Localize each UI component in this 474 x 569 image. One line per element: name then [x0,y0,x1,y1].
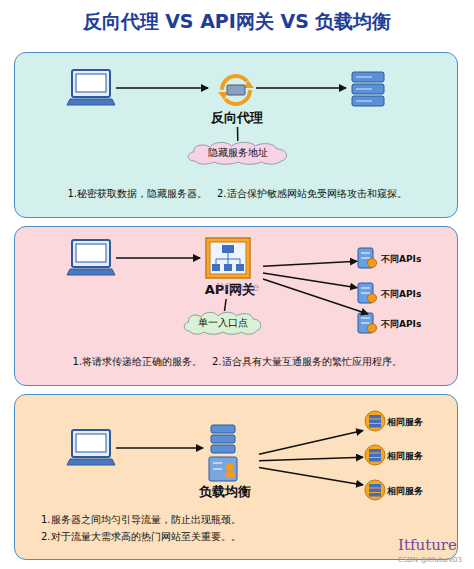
node-label: 不同APIs [381,288,421,301]
cloud-callout: 单一入口点 [181,311,265,335]
note-text: 1.服务器之间均匀引导流量，防止出现瓶颈。 [41,513,441,527]
note-text: 2.适合具有大量互通服务的繁忙应用程序。 [212,355,402,369]
panel-notes: 1.将请求传递给正确的服务。 2.适合具有大量互通服务的繁忙应用程序。 [15,355,459,369]
diagram-title: 反向代理 VS API网关 VS 负载均衡 [0,9,474,35]
panel-notes: 1.秘密获取数据，隐藏服务器。 2.适合保护敏感网站免受网络攻击和窥探。 [15,187,459,201]
service-icon [365,445,385,465]
api-icon [358,313,377,333]
request-arrow [116,87,208,89]
node-label: API网关 [205,281,255,299]
node-label: 相同服务 [387,485,423,498]
server-icon [352,72,384,106]
node-label: 反向代理 [211,109,263,127]
service-icon [365,411,385,431]
laptop-icon [67,70,115,105]
connector-arrow [263,273,357,288]
cloud-text: 单一入口点 [198,316,248,330]
panel-notes: 1.服务器之间均匀引导流量，防止出现瓶颈。 2.对于流量大需求高的热门网站至关重要… [41,513,441,544]
connector-arrow [259,468,363,485]
node-label: 相同服务 [387,450,423,463]
component-node: 反向代理 [197,73,277,127]
connector-arrow [263,261,357,266]
load-balancer-icon [209,425,237,481]
node-label: 相同服务 [387,416,423,429]
service-icon [365,480,385,500]
laptop-icon [67,430,115,465]
node-label: 负载均衡 [199,483,251,501]
laptop-icon [67,240,115,275]
note-text: 2.对于流量大需求高的热门网站至关重要。。 [41,530,441,544]
connector-line [225,299,227,311]
connector-arrow [259,457,363,461]
proxy-icon [218,76,254,104]
api-icon [358,283,377,303]
cloud-text: 隐藏服务地址 [208,146,268,160]
gateway-icon [206,238,250,278]
connector-arrow [259,431,363,455]
request-arrow [116,447,203,449]
api-icon [358,248,377,268]
note-text: 1.秘密获取数据，隐藏服务器。 [67,187,207,201]
forward-arrow [256,87,346,89]
request-arrow [116,257,200,259]
node-label: 不同APIs [381,318,421,331]
note-text: 1.将请求传递给正确的服务。 [72,355,202,369]
connector-line [237,127,239,141]
note-text: 2.适合保护敏感网站免受网络攻击和窥探。 [217,187,407,201]
cloud-callout: 隐藏服务地址 [184,141,292,165]
node-label: 不同APIs [381,253,421,266]
connector-arrow [263,279,368,314]
